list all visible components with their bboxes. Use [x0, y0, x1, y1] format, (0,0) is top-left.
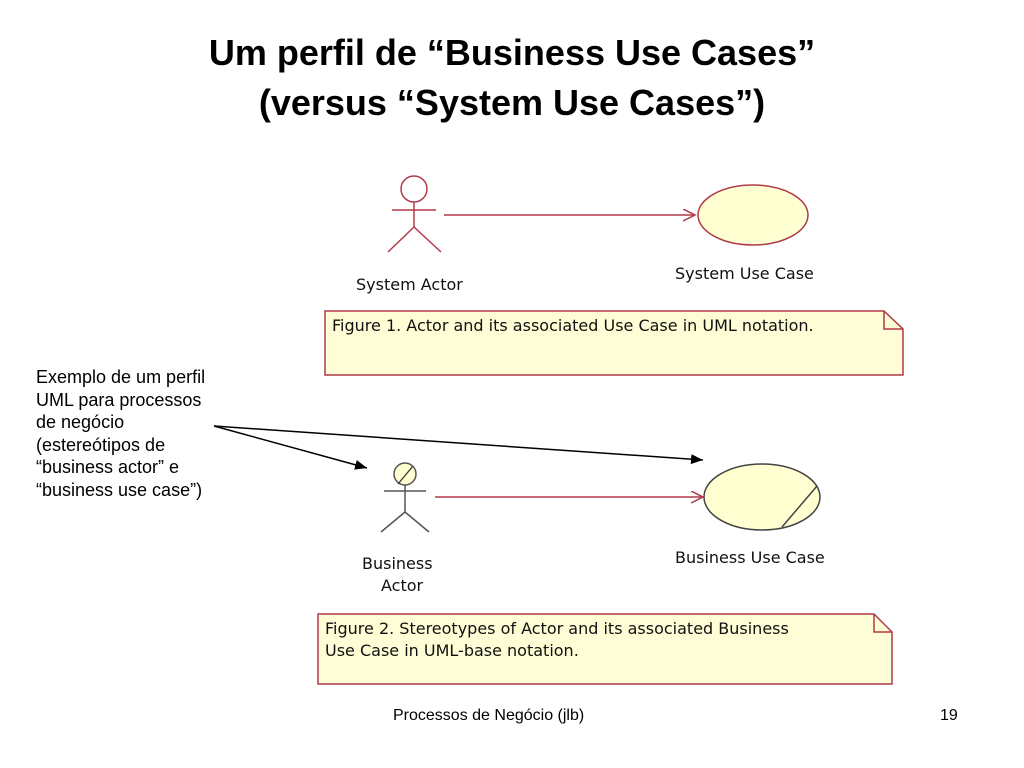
- business-actor-label-line-1: Business: [362, 554, 433, 573]
- side-note-line: Exemplo de um perfil: [36, 367, 206, 387]
- figure-1-note: Figure 1. Actor and its associated Use C…: [324, 310, 904, 376]
- system-use-case-label: System Use Case: [675, 264, 814, 283]
- slide-title: Um perfil de “Business Use Cases” (versu…: [0, 28, 1024, 128]
- figure-2-note: Figure 2. Stereotypes of Actor and its a…: [317, 613, 893, 685]
- footer-text: Processos de Negócio (jlb): [393, 707, 585, 724]
- pointer-arrow-to-business-actor: [213, 425, 368, 470]
- ellipse-icon: [697, 184, 809, 246]
- business-use-case-label: Business Use Case: [675, 548, 825, 567]
- figure-1-caption: Figure 1. Actor and its associated Use C…: [332, 316, 814, 335]
- business-use-case-icon: [703, 463, 821, 531]
- figure-2-caption-line-2: Use Case in UML-base notation.: [325, 641, 579, 660]
- business-actor-label-line-2: Actor: [381, 576, 424, 595]
- system-actor-label: System Actor: [356, 275, 463, 294]
- pointer-arrow-to-business-use-case: [213, 425, 704, 465]
- side-note-line: (estereótipos de: [36, 434, 166, 455]
- side-note-line: “business actor” e: [36, 457, 180, 477]
- stick-figure-icon: [387, 175, 442, 253]
- figure-2-caption-line-1: Figure 2. Stereotypes of Actor and its a…: [325, 619, 789, 638]
- side-note-line: UML para processos: [36, 389, 202, 410]
- slide-title-line-2: (versus “System Use Cases”): [258, 82, 766, 123]
- slide-title-line-1: Um perfil de “Business Use Cases”: [208, 32, 816, 73]
- side-note: Exemplo de um perfil UML para processos …: [36, 366, 276, 501]
- folded-corner-icon: [873, 614, 892, 633]
- business-actor-icon: [380, 462, 430, 533]
- side-note-line: de negócio: [36, 412, 125, 432]
- side-note-line: “business use case”): [36, 479, 203, 500]
- folded-corner-icon: [883, 311, 903, 330]
- page-number: 19: [940, 707, 958, 724]
